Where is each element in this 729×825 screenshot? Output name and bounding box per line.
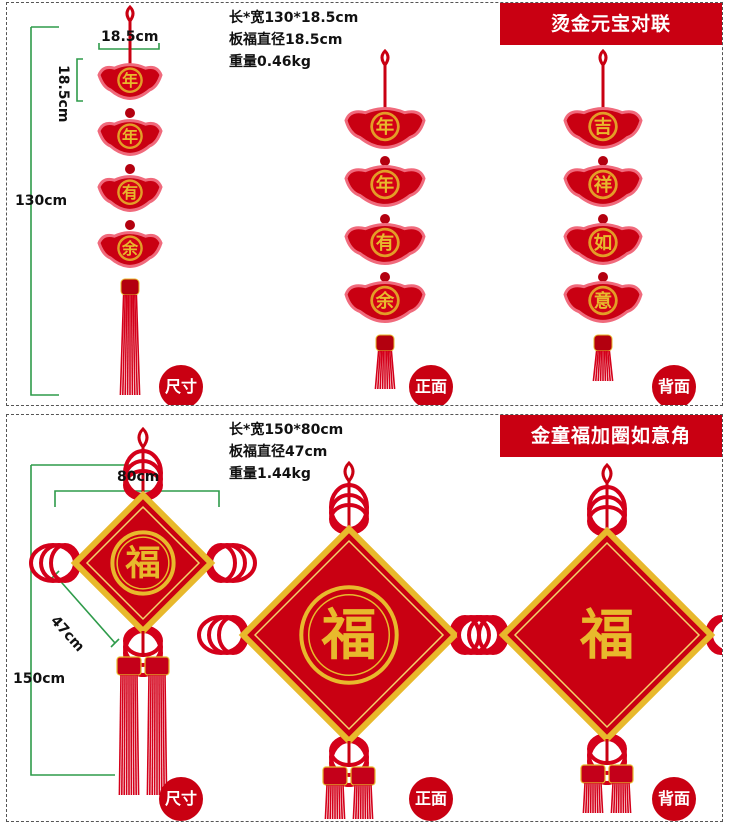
product-panel-couplet: 烫金元宝对联 长*宽130*18.5cm 板福直径18.5cm 重量0.46kg… xyxy=(6,2,723,406)
diamond-front-view: 福 xyxy=(197,460,501,820)
size-view-label: 尺寸 xyxy=(159,365,203,405)
size-view-label: 尺寸 xyxy=(159,777,203,821)
diamond-back-view: 福 xyxy=(457,462,722,814)
dim-width-label: 18.5cm xyxy=(101,29,159,45)
spec-dimensions: 长*宽130*18.5cm xyxy=(229,10,359,26)
fu-character: 福 xyxy=(320,602,376,667)
spec-weight: 重量0.46kg xyxy=(229,54,311,70)
spec-list: 长*宽130*18.5cm 板福直径18.5cm 重量0.46kg xyxy=(229,7,358,73)
spec-dimensions: 长*宽150*80cm xyxy=(229,422,344,438)
product-title: 烫金元宝对联 xyxy=(500,3,722,45)
couplet-character: 有 xyxy=(122,183,138,202)
back-view-label: 背面 xyxy=(652,365,696,405)
dim-width-label: 80cm xyxy=(117,469,160,485)
spec-list: 长*宽150*80cm 板福直径47cm 重量1.44kg xyxy=(229,419,343,485)
spec-board-diameter: 板福直径47cm xyxy=(229,444,328,460)
couplet-character: 余 xyxy=(375,290,395,312)
product-title: 金童福加圈如意角 xyxy=(500,415,722,457)
couplet-character: 有 xyxy=(376,232,394,254)
spec-board-diameter: 板福直径18.5cm xyxy=(229,32,343,48)
couplet-character: 吉 xyxy=(594,116,612,138)
dim-height-label: 18.5cm xyxy=(55,65,71,123)
couplet-character: 年 xyxy=(122,127,138,146)
couplet-character: 余 xyxy=(121,239,139,258)
diamond-size-view: 福 xyxy=(29,426,257,796)
front-view-label: 正面 xyxy=(409,777,453,821)
spec-weight: 重量1.44kg xyxy=(229,466,311,482)
dim-length-label: 130cm xyxy=(15,193,68,209)
couplet-character: 如 xyxy=(594,232,612,254)
back-view-label: 背面 xyxy=(652,777,696,821)
fu-character: 福 xyxy=(124,543,160,584)
couplet-character: 年 xyxy=(376,116,394,138)
dimension-lines xyxy=(30,26,160,396)
product-panel-diamond: 金童福加圈如意角 长*宽150*80cm 板福直径47cm 重量1.44kg 福… xyxy=(6,414,723,822)
couplet-character: 年 xyxy=(376,174,394,196)
dim-length-label: 150cm xyxy=(13,671,66,687)
fu-character: 福 xyxy=(579,603,634,667)
couplet-character: 祥 xyxy=(594,174,612,196)
couplet-character: 年 xyxy=(122,71,138,90)
couplet-character: 意 xyxy=(594,290,612,312)
diamond-illustrations: 福 福 福 xyxy=(29,426,722,820)
front-view-label: 正面 xyxy=(409,365,453,405)
